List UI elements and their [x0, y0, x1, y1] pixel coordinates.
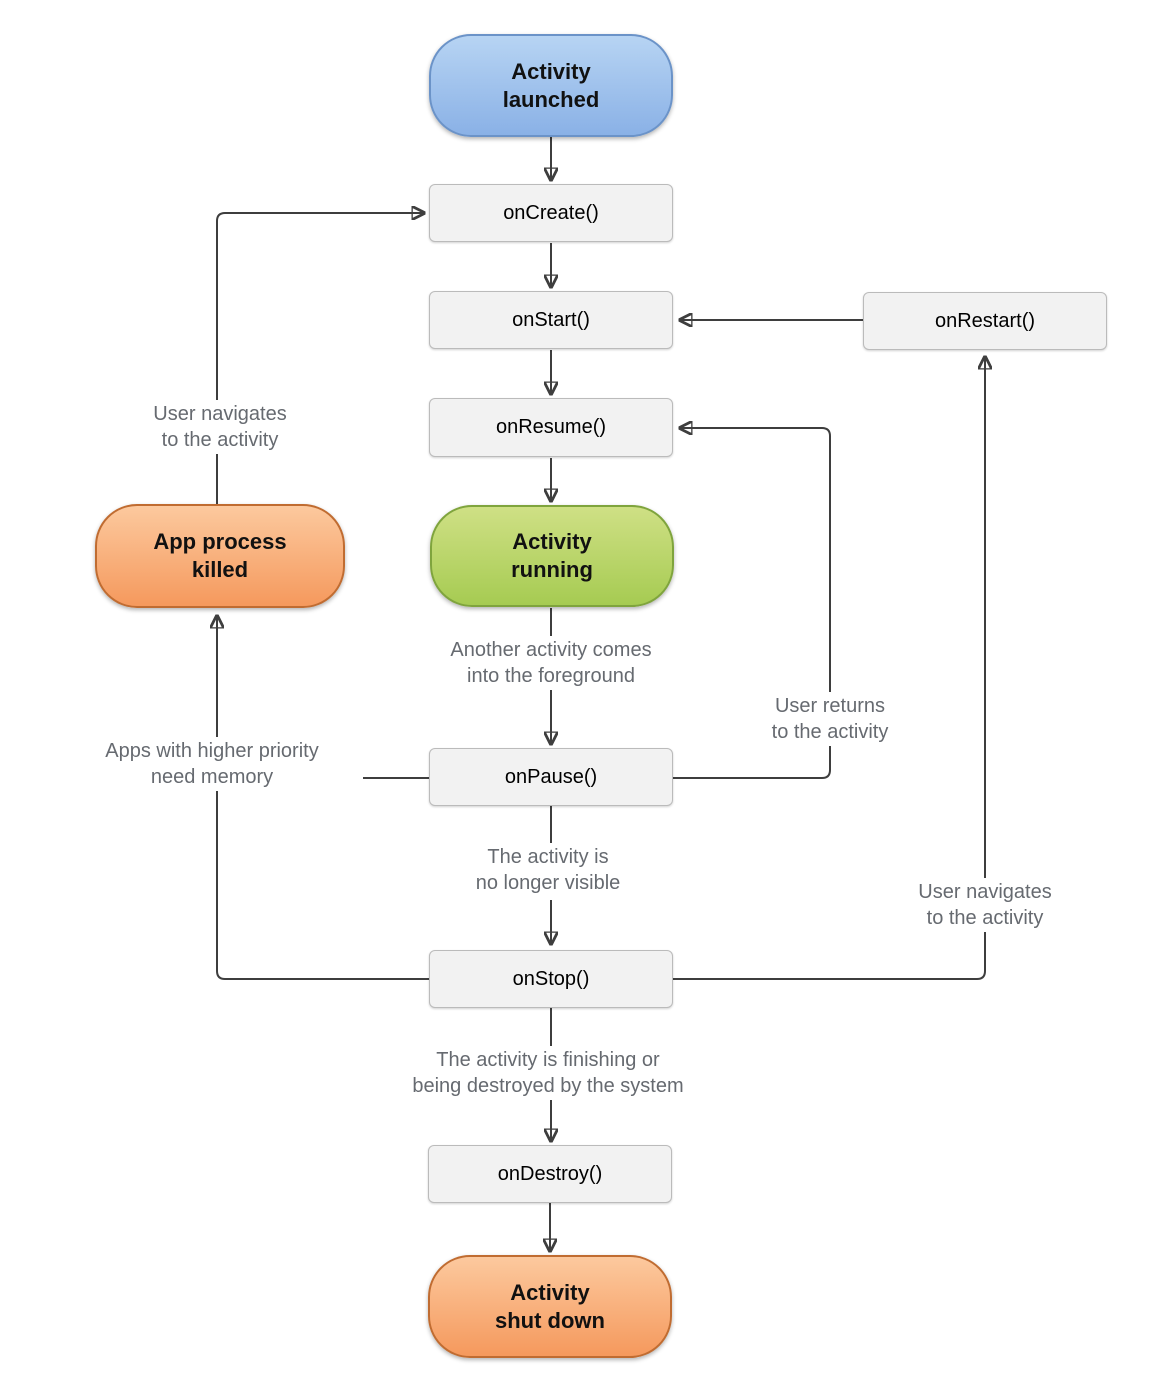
label-user-navigates-left: User navigates to the activity — [149, 400, 291, 454]
node-activity-shut-down: Activity shut down — [428, 1255, 672, 1358]
node-onstop: onStop() — [429, 950, 673, 1008]
edge-app-killed-to-oncreate — [216, 213, 424, 504]
edge-onstop-to-app-killed — [217, 616, 429, 980]
label-apps-priority-memory: Apps with higher priority need memory — [101, 737, 323, 791]
node-onresume: onResume() — [429, 398, 673, 457]
edge-onpause-to-onresume — [673, 428, 831, 779]
label-user-returns: User returns to the activity — [767, 692, 893, 746]
node-activity-launched: Activity launched — [429, 34, 673, 137]
node-ondestroy: onDestroy() — [428, 1145, 672, 1203]
node-oncreate: onCreate() — [429, 184, 673, 242]
node-activity-running: Activity running — [430, 505, 674, 607]
node-app-process-killed: App process killed — [95, 504, 345, 608]
edge-onstop-to-onrestart — [673, 357, 985, 980]
label-no-longer-visible: The activity is no longer visible — [471, 843, 625, 897]
node-onpause: onPause() — [429, 748, 673, 806]
label-user-navigates-right: User navigates to the activity — [914, 878, 1056, 932]
node-onstart: onStart() — [429, 291, 673, 349]
label-finishing-destroyed: The activity is finishing or being destr… — [408, 1046, 688, 1100]
node-onrestart: onRestart() — [863, 292, 1107, 350]
label-another-activity-foreground: Another activity comes into the foregrou… — [446, 636, 656, 690]
